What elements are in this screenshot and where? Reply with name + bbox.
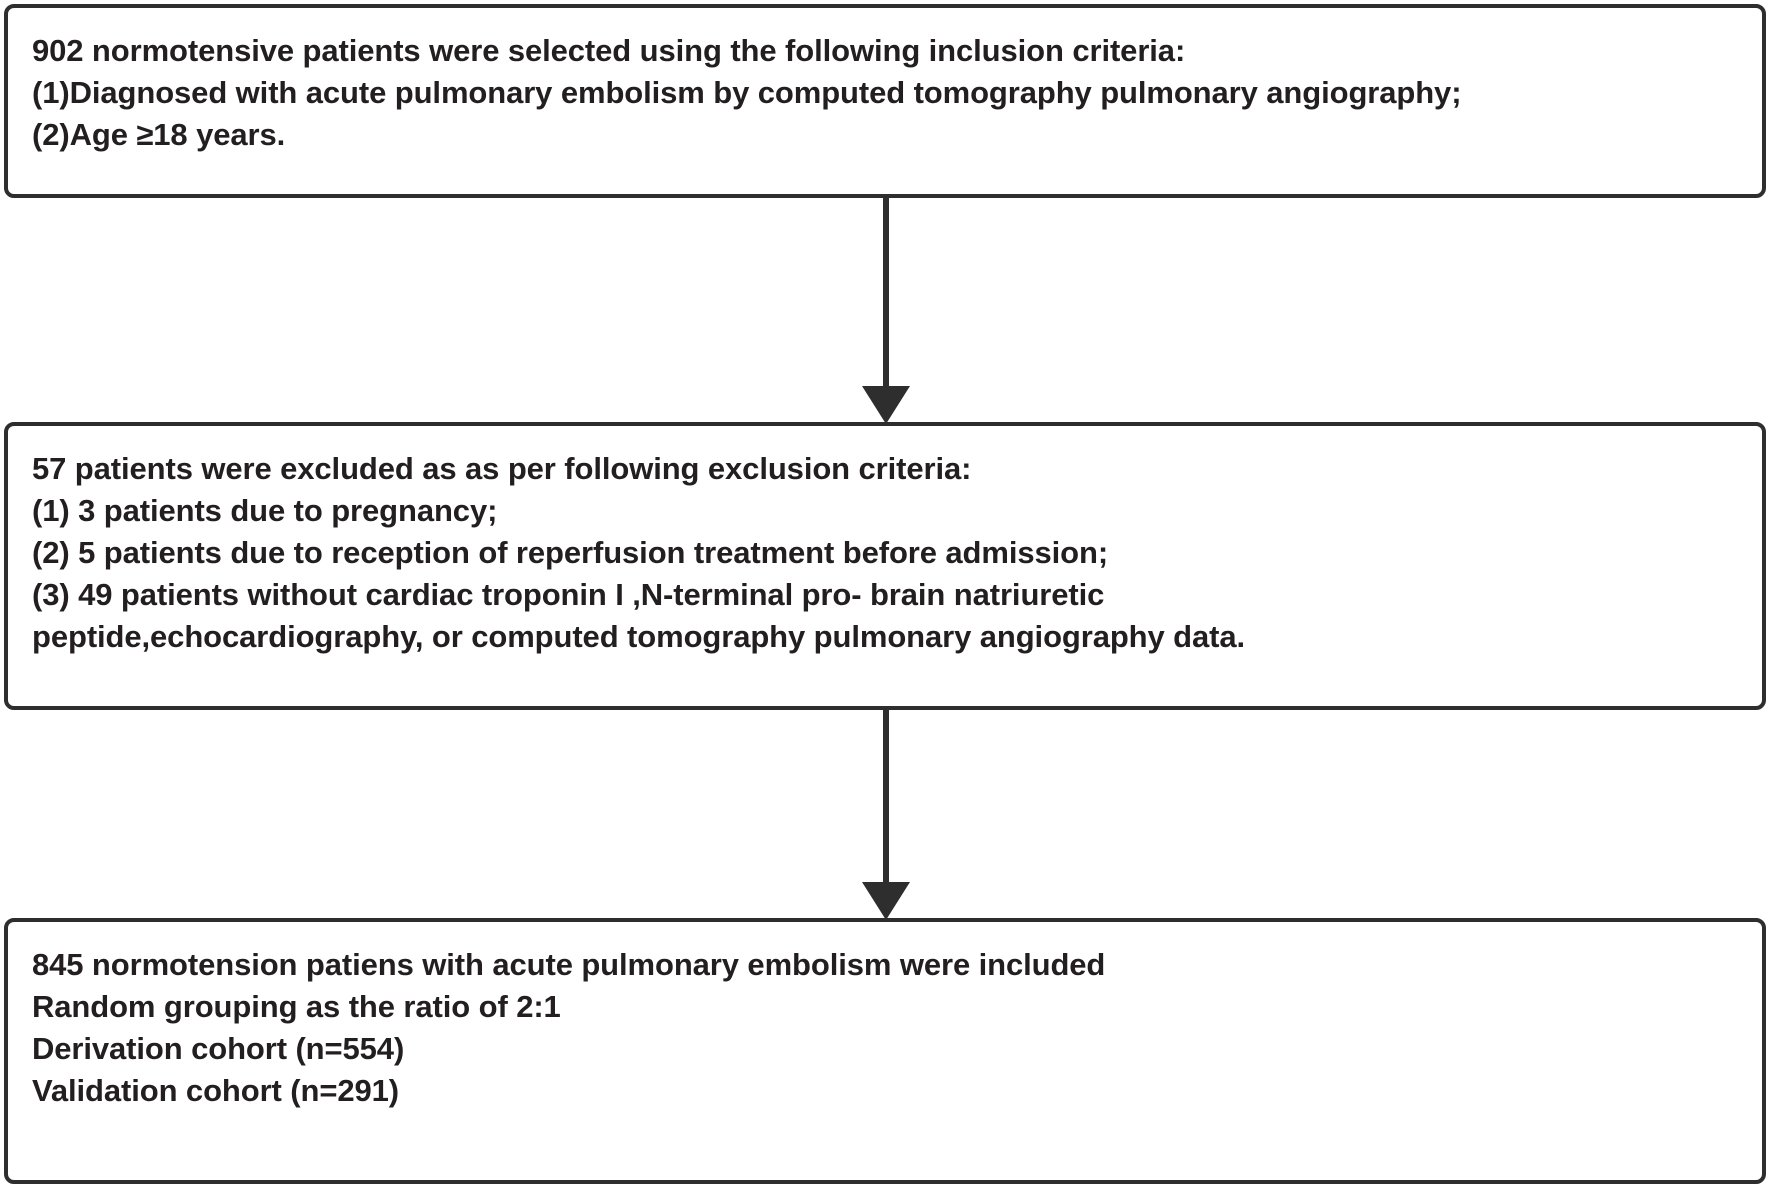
down-arrow-icon bbox=[862, 882, 910, 920]
included-line-3: Derivation cohort (n=554) bbox=[32, 1031, 405, 1066]
exclusion-line-4: (3) 49 patients without cardiac troponin… bbox=[32, 577, 1105, 612]
exclusion-line-1: 57 patients were excluded as as per foll… bbox=[32, 451, 972, 486]
included-cohort-text: 845 normotension patiens with acute pulm… bbox=[8, 922, 1762, 1112]
exclusion-line-2: (1) 3 patients due to pregnancy; bbox=[32, 493, 498, 528]
inclusion-line-2: (1)Diagnosed with acute pulmonary emboli… bbox=[32, 75, 1462, 110]
included-line-1: 845 normotension patiens with acute pulm… bbox=[32, 947, 1106, 982]
inclusion-line-1: 902 normotensive patients were selected … bbox=[32, 33, 1186, 68]
included-line-2: Random grouping as the ratio of 2:1 bbox=[32, 989, 561, 1024]
exclusion-criteria-text: 57 patients were excluded as as per foll… bbox=[8, 426, 1762, 658]
exclusion-criteria-box: 57 patients were excluded as as per foll… bbox=[4, 422, 1766, 710]
arrow-inclusion-to-exclusion bbox=[862, 198, 910, 424]
inclusion-criteria-text: 902 normotensive patients were selected … bbox=[8, 8, 1762, 156]
included-cohort-box: 845 normotension patiens with acute pulm… bbox=[4, 918, 1766, 1184]
down-arrow-icon bbox=[862, 386, 910, 424]
exclusion-line-5: peptide,echocardiography, or computed to… bbox=[32, 619, 1246, 654]
included-line-4: Validation cohort (n=291) bbox=[32, 1073, 399, 1108]
inclusion-criteria-box: 902 normotensive patients were selected … bbox=[4, 4, 1766, 198]
arrow-exclusion-to-included bbox=[862, 710, 910, 920]
inclusion-line-3: (2)Age ≥18 years. bbox=[32, 117, 286, 152]
exclusion-line-3: (2) 5 patients due to reception of reper… bbox=[32, 535, 1109, 570]
